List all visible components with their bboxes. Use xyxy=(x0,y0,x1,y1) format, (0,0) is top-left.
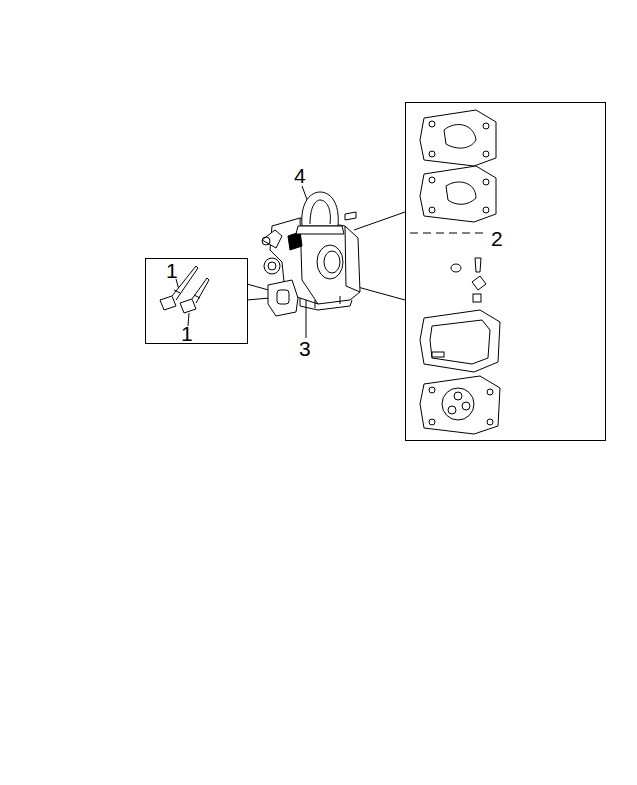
inset-frame xyxy=(146,259,248,344)
leader-line xyxy=(247,298,270,300)
leader-line xyxy=(410,233,484,234)
leader-line xyxy=(354,286,405,300)
carburetor-body xyxy=(262,192,360,316)
leader-line xyxy=(354,212,405,230)
callout-number: 4 xyxy=(294,165,306,186)
callout-number: 3 xyxy=(299,338,311,359)
callout-number: 1 xyxy=(166,260,178,281)
callout-number: 1 xyxy=(181,323,193,344)
gasket-kit xyxy=(420,110,500,434)
callout-number: 2 xyxy=(491,228,503,249)
inset-frame xyxy=(406,103,606,441)
leader-line xyxy=(306,300,307,338)
